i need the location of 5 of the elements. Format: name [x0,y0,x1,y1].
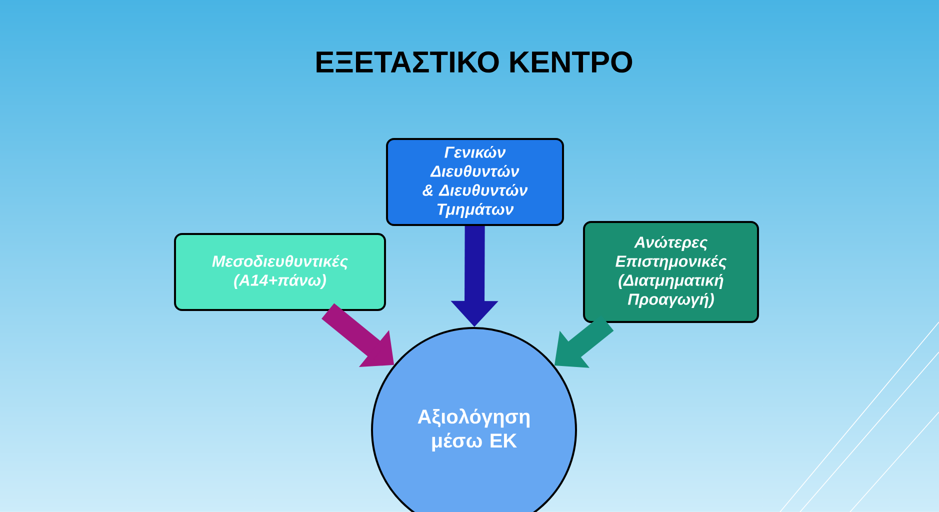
process-box: Μεσοδιευθυντικές (Α14+πάνω) [174,233,386,311]
circle-node: Αξιολόγηση μέσω ΕΚ [371,327,577,512]
process-box: Γενικών Διευθυντών & Διευθυντών Τμημάτων [386,138,564,226]
title: ΕΞΕΤΑΣΤΙΚΟ ΚΕΝΤΡΟ [316,51,632,73]
process-box: Ανώτερες Επιστημονικές (Διατμηματική Προαγωγή) [583,221,759,323]
